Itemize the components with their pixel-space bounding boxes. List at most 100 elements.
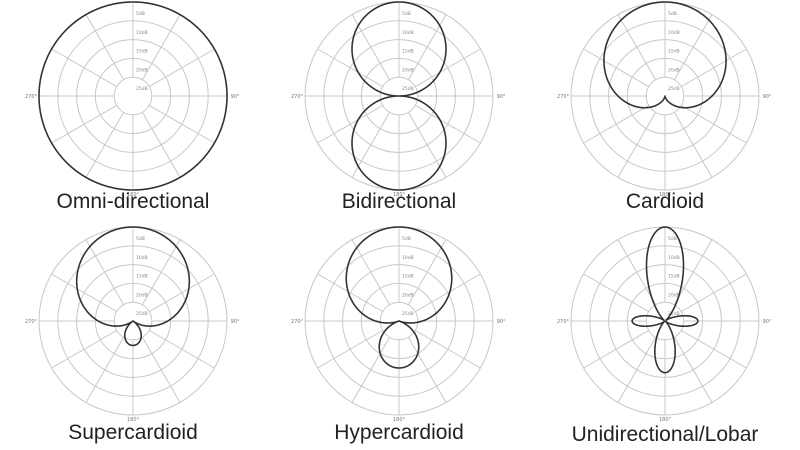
angle-label: 0° [662, 0, 668, 2]
polar-plot-omni: 5dB10dB15dB20dB25dB0°90°180°270° [25, 0, 240, 198]
caption-hypercardioid: Hypercardioid [334, 421, 464, 444]
ring-label: 25dB [402, 311, 414, 317]
angle-label: 0° [130, 225, 136, 227]
grid-spoke [681, 329, 747, 369]
polar-pattern-curve [38, 1, 228, 191]
ring-label: 15dB [136, 49, 148, 55]
polar-plot-hypercardioid: 5dB10dB15dB20dB25dB0°90°180°270° [291, 225, 506, 423]
ring-label: 15dB [668, 274, 680, 280]
caption-supercardioid: Supercardioid [68, 421, 198, 444]
angle-label: 270° [557, 94, 570, 100]
ring-label: 25dB [136, 311, 148, 317]
grid-spoke [583, 48, 649, 88]
caption-cardioid: Cardioid [625, 190, 705, 213]
grid-spoke [141, 112, 181, 178]
grid-spoke [583, 104, 649, 144]
panel-supercardioid: 5dB10dB15dB20dB25dB0°90°180°270° Superca… [0, 225, 266, 450]
panel-hypercardioid: 5dB10dB15dB20dB25dB0°90°180°270° Hyperca… [266, 225, 532, 450]
ring-label: 10dB [668, 30, 680, 36]
polar-grid: 5dB10dB15dB20dB25dB0°90°180°270° [291, 0, 506, 198]
grid-spoke [617, 337, 657, 403]
grid-spoke [407, 239, 447, 305]
panel-cardioid: 5dB10dB15dB20dB25dB0°90°180°270° Cardioi… [532, 0, 798, 225]
grid-spoke [85, 239, 125, 305]
grid-spoke [617, 239, 657, 305]
ring-label: 15dB [136, 274, 148, 280]
ring-label: 5dB [402, 236, 411, 242]
angle-label: 0° [396, 0, 402, 2]
ring-label: 15dB [402, 49, 414, 55]
grid-spoke [681, 48, 747, 88]
polar-plot-cardioid: 5dB10dB15dB20dB25dB0°90°180°270° [557, 0, 772, 198]
grid-spoke [85, 14, 125, 80]
caption-unidirectional-lobar: Unidirectional/Lobar [571, 423, 759, 446]
polar-pattern-curve [631, 226, 699, 374]
ring-label: 5dB [668, 236, 677, 242]
angle-label: 0° [662, 225, 668, 227]
grid-spoke [149, 104, 215, 144]
grid-spoke [141, 14, 181, 80]
grid-spoke [85, 112, 125, 178]
grid-spoke [149, 329, 215, 369]
polar-plot-supercardioid: 5dB10dB15dB20dB25dB0°90°180°270° [25, 225, 240, 423]
ring-label: 20dB [668, 292, 680, 298]
grid-spoke [681, 104, 747, 144]
grid-spoke [85, 337, 125, 403]
ring-label: 15dB [402, 274, 414, 280]
panel-bidirectional: 5dB10dB15dB20dB25dB0°90°180°270° Bidirec… [266, 0, 532, 225]
angle-label: 270° [291, 94, 304, 100]
grid-spoke [141, 239, 181, 305]
ring-label: 5dB [136, 11, 145, 17]
grid-spoke [673, 337, 713, 403]
ring-label: 10dB [136, 30, 148, 36]
angle-label: 90° [497, 94, 506, 100]
grid-spoke [673, 239, 713, 305]
polar-pattern-curve [345, 226, 453, 369]
panel-omni-directional: 5dB10dB15dB20dB25dB0°90°180°270° Omni-di… [0, 0, 266, 225]
angle-label: 180° [127, 417, 140, 423]
polar-plot-bidirectional: 5dB10dB15dB20dB25dB0°90°180°270° [291, 0, 506, 198]
polar-grid: 5dB10dB15dB20dB25dB0°90°180°270° [557, 0, 772, 198]
polar-grid: 5dB10dB15dB20dB25dB0°90°180°270° [25, 0, 240, 198]
angle-label: 90° [763, 319, 772, 325]
grid-spoke [317, 273, 383, 313]
ring-label: 20dB [402, 292, 414, 298]
ring-label: 25dB [668, 86, 680, 92]
ring-label: 25dB [136, 86, 148, 92]
grid-spoke [51, 273, 117, 313]
ring-label: 15dB [668, 49, 680, 55]
ring-label: 20dB [402, 67, 414, 73]
ring-label: 10dB [668, 255, 680, 261]
grid-spoke [673, 14, 713, 80]
polar-grid: 5dB10dB15dB20dB25dB0°90°180°270° [557, 225, 772, 423]
grid-spoke [141, 337, 181, 403]
angle-label: 0° [396, 225, 402, 227]
grid-spoke [317, 104, 383, 144]
polar-pattern-curve [75, 226, 191, 347]
grid-spoke [583, 329, 649, 369]
angle-label: 0° [130, 0, 136, 2]
angle-label: 270° [291, 319, 304, 325]
grid-ring [645, 301, 685, 341]
grid-ring [379, 301, 419, 341]
panel-unidirectional-lobar: 5dB10dB15dB20dB25dB0°90°180°270° Unidire… [532, 225, 798, 450]
angle-label: 90° [497, 319, 506, 325]
ring-label: 5dB [668, 11, 677, 17]
angle-label: 180° [393, 417, 406, 423]
grid-spoke [51, 104, 117, 144]
grid-spoke [149, 48, 215, 88]
ring-label: 5dB [402, 11, 411, 17]
grid-spoke [415, 329, 481, 369]
polar-pattern-curve [351, 1, 447, 191]
grid-spoke [149, 273, 215, 313]
grid-ring [113, 76, 153, 116]
grid-spoke [617, 14, 657, 80]
grid-spoke [673, 112, 713, 178]
ring-label: 10dB [136, 255, 148, 261]
grid-spoke [317, 329, 383, 369]
caption-omni-directional: Omni-directional [56, 190, 210, 213]
grid-spoke [415, 104, 481, 144]
grid-spoke [583, 273, 649, 313]
grid-spoke [415, 273, 481, 313]
grid-spoke [317, 48, 383, 88]
